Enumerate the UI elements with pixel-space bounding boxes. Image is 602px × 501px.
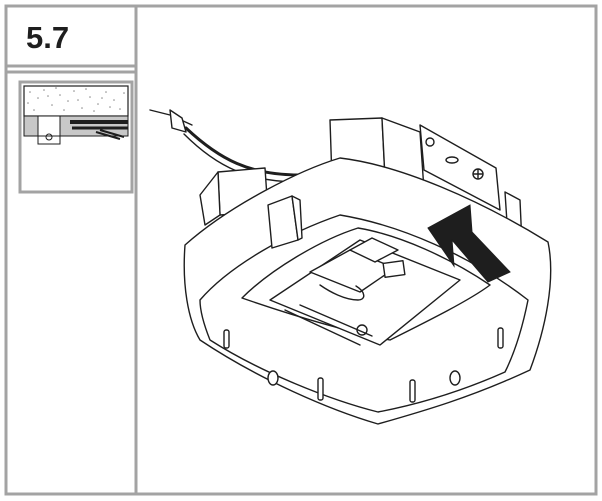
- outer-frame: [4, 4, 598, 496]
- step-number: 5.7: [26, 20, 70, 55]
- step-label-box: [4, 4, 138, 68]
- up-arrow-icon: [427, 204, 511, 283]
- ceiling-mount-detail-icon: [18, 80, 134, 194]
- cable-icon: [70, 120, 128, 140]
